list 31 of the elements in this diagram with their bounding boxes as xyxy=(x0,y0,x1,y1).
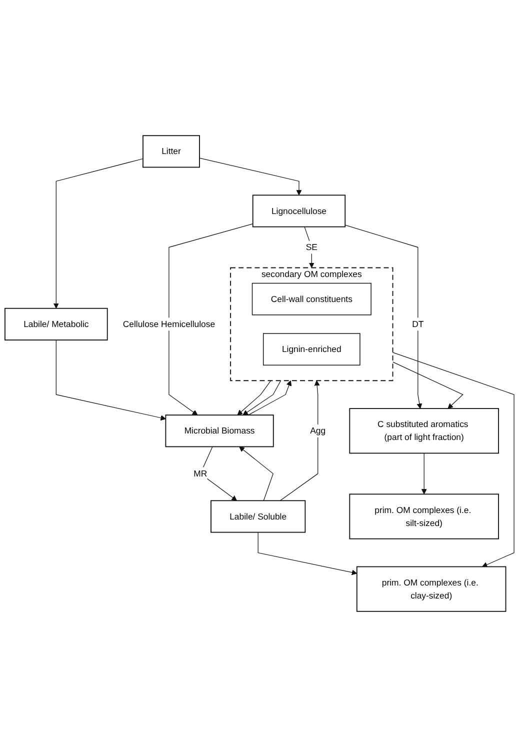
node-box: prim. OM complexes (i.e. silt-sized) xyxy=(349,494,499,540)
edge-label: SE xyxy=(306,242,318,252)
node-box: Lignocellulose xyxy=(252,194,346,228)
edge-label: Cellulose Hemicellulose xyxy=(122,318,216,329)
edge-label: Agg xyxy=(310,426,326,436)
arrow xyxy=(258,532,358,576)
edge-label: MR xyxy=(194,468,208,478)
arrow xyxy=(242,380,282,416)
node-box: prim. OM complexes (i.e. clay-sized) xyxy=(356,566,506,612)
arrow xyxy=(200,446,237,501)
node-box: Labile/ Metabolic xyxy=(4,308,108,340)
node-box: Lignin-enriched xyxy=(262,333,360,366)
arrow xyxy=(421,452,427,494)
node-box: Microbial Biomass xyxy=(165,414,274,448)
arrow xyxy=(56,340,166,421)
arrow xyxy=(344,224,422,409)
arrow xyxy=(392,352,514,568)
arrow xyxy=(239,446,274,501)
arrow xyxy=(237,380,272,416)
arrow xyxy=(199,158,302,196)
edge-label: DT xyxy=(412,318,424,329)
node-box: Cell-wall constituents xyxy=(252,282,372,316)
arrow xyxy=(248,380,292,416)
arrow xyxy=(280,380,320,501)
node-box: Labile/ Soluble xyxy=(210,500,306,533)
arrow xyxy=(392,362,464,409)
node-box: Litter xyxy=(142,135,200,168)
arrow xyxy=(168,224,254,416)
arrow xyxy=(53,158,144,309)
arrow xyxy=(304,226,314,268)
node-box: C substituted aromatics (part of light fraction) xyxy=(349,408,499,454)
